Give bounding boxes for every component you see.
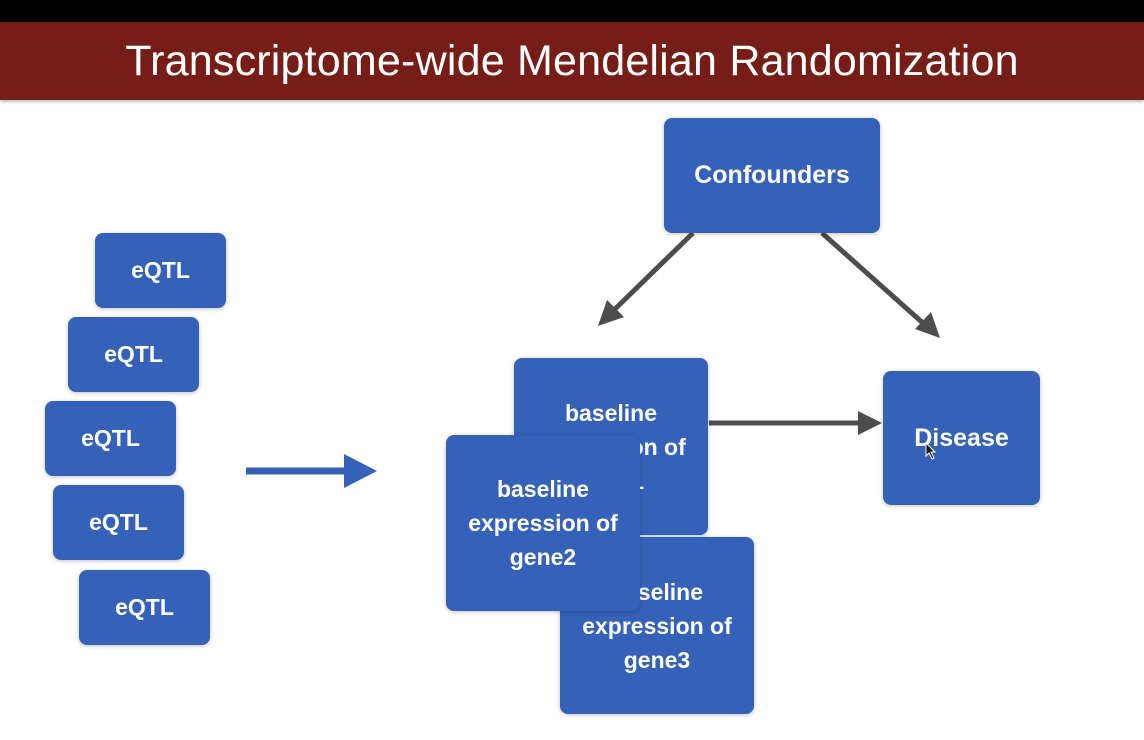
confounder-to-disease-arrow-shaft bbox=[820, 231, 926, 326]
mouse-cursor-icon bbox=[925, 442, 937, 460]
eqtl-to-gene-arrow-head bbox=[344, 454, 377, 488]
gene2-line-2: expression of bbox=[468, 510, 618, 536]
top-border bbox=[0, 0, 1144, 22]
eqtl-box-5: eQTL bbox=[79, 570, 210, 645]
disease-box: Disease bbox=[883, 371, 1040, 505]
confounder-to-gene-arrow-shaft bbox=[612, 231, 695, 312]
confounder-to-gene-arrow-head bbox=[598, 300, 624, 326]
gene2-line-3: gene2 bbox=[509, 544, 577, 570]
gene2-box: baseline expression of gene2 bbox=[446, 435, 640, 611]
confounders-box: Confounders bbox=[664, 118, 880, 233]
gene3-line-2: expression of bbox=[582, 612, 732, 639]
eqtl-box-4: eQTL bbox=[53, 485, 184, 560]
title-bar: Transcriptome-wide Mendelian Randomizati… bbox=[0, 22, 1144, 100]
eqtl-box-1: eQTL bbox=[95, 233, 226, 308]
gene3-line-3: gene3 bbox=[623, 646, 691, 673]
gene-to-disease-arrow-head bbox=[858, 411, 882, 435]
gene2-line-1: baseline bbox=[496, 476, 590, 502]
eqtl-box-2: eQTL bbox=[68, 317, 199, 392]
confounder-to-disease-arrow-head bbox=[915, 312, 940, 338]
slide-title: Transcriptome-wide Mendelian Randomizati… bbox=[125, 37, 1019, 85]
eqtl-box-3: eQTL bbox=[45, 401, 176, 476]
gene1-line-1: baseline bbox=[564, 399, 658, 426]
